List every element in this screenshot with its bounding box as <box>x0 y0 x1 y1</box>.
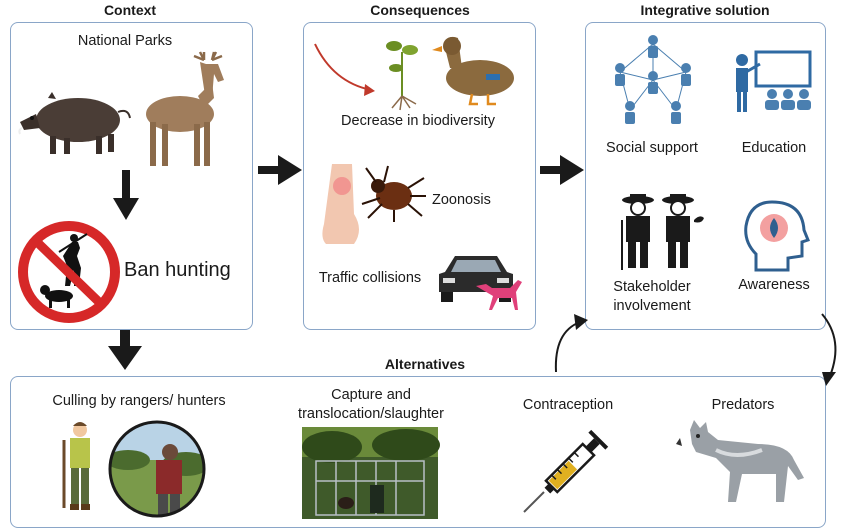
capture-label-line1: Capture and <box>331 387 411 403</box>
curved-arrow-icon <box>821 313 837 386</box>
predators-label: Predators <box>711 397 775 413</box>
foot-icon <box>322 164 359 244</box>
ranger-photo <box>108 420 206 518</box>
wild-boar-icon <box>18 92 131 154</box>
national-parks-label: National Parks <box>77 33 173 49</box>
plant-sprout-icon <box>386 41 418 111</box>
deer-silhouette-icon <box>476 280 522 310</box>
culling-label: Culling by rangers/ hunters <box>52 393 226 409</box>
education-icon <box>736 50 812 112</box>
capture-trap-photo <box>302 427 440 519</box>
down-arrow-icon <box>113 170 139 220</box>
consequences-title: Consequences <box>370 2 470 18</box>
context-title: Context <box>103 2 157 18</box>
stakeholder-label-line1: Stakeholder <box>613 279 691 295</box>
right-arrow-icon <box>258 155 302 185</box>
zoonosis-label: Zoonosis <box>432 192 491 208</box>
contraception-label: Contraception <box>522 397 614 413</box>
ban-hunting-label: Ban hunting <box>124 259 231 281</box>
ban-hunting-icon <box>18 221 120 323</box>
traffic-collisions-label: Traffic collisions <box>318 270 422 286</box>
decrease-biodiversity-label: Decrease in biodiversity <box>341 113 495 129</box>
right-arrow-icon <box>540 155 584 185</box>
stakeholder-label-line2: involvement <box>613 298 691 314</box>
integrative-solution-title: Integrative solution <box>640 2 770 18</box>
hunter-icon <box>62 422 90 510</box>
syringe-icon <box>523 429 609 513</box>
curved-arrow-icon <box>554 314 588 373</box>
awareness-head-icon <box>744 200 810 272</box>
capture-label-line2: translocation/slaughter <box>298 406 444 422</box>
down-arrow-icon <box>108 330 142 370</box>
declining-arrow-icon <box>314 43 375 96</box>
tick-icon <box>361 165 426 222</box>
duck-icon <box>432 36 514 106</box>
wolf-icon <box>676 420 804 502</box>
education-label: Education <box>741 140 807 156</box>
social-network-icon <box>615 35 691 124</box>
stakeholders-icon <box>621 194 704 270</box>
red-deer-icon <box>146 51 224 166</box>
social-support-label: Social support <box>606 140 698 156</box>
awareness-label: Awareness <box>738 277 810 293</box>
alternatives-title: Alternatives <box>350 356 500 372</box>
